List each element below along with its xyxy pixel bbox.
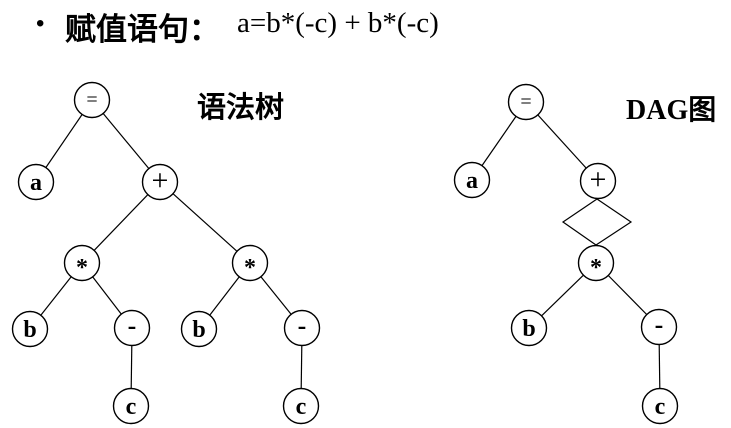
syntax-tree-node-label-a: a [30, 170, 42, 196]
dag-node-plus [579, 162, 617, 200]
syntax-tree-node-label-minus1: - [128, 311, 137, 340]
syntax-tree-edge-mul2-b2 [209, 276, 240, 316]
syntax-tree-node-label-minus2: - [298, 311, 307, 340]
syntax-tree-group: = a + * b - c * b - c [11, 81, 321, 425]
syntax-tree-node-label-eq: = [86, 89, 97, 111]
syntax-tree-node-mul2 [231, 244, 269, 282]
syntax-tree-node-minus2 [283, 309, 321, 347]
dag-node-label-c: c [655, 394, 666, 420]
dag-node-mul [577, 244, 615, 282]
dag-node-a [453, 161, 491, 199]
syntax-tree-node-b1 [11, 310, 49, 348]
dag-group: = a + * b - c [453, 83, 679, 425]
syntax-tree-edge-eq-a [45, 114, 83, 168]
syntax-tree-node-label-c1: c [126, 394, 137, 420]
dag-edge-minus-c [658, 344, 661, 389]
syntax-tree-node-minus1 [113, 309, 151, 347]
bullet-icon: • [36, 10, 45, 37]
dag-label: DAG图 [626, 95, 717, 126]
syntax-tree-edge-plus-mul2 [172, 193, 238, 252]
syntax-tree-node-mul1 [63, 244, 101, 282]
syntax-tree-edge-minus2-c2 [300, 345, 303, 389]
syntax-tree-node-label-plus: + [152, 164, 169, 197]
syntax-tree-label: 语法树 [197, 92, 285, 124]
syntax-tree-node-label-c2: c [296, 394, 307, 420]
syntax-tree-edge-mul1-b1 [40, 276, 72, 316]
syntax-tree-node-b2 [180, 310, 218, 348]
dag-shared-edge-diamond [561, 198, 633, 246]
syntax-tree-edge-minus1-c1 [130, 345, 133, 389]
dag-node-eq [507, 83, 545, 121]
dag-node-label-a: a [466, 168, 478, 194]
dag-node-minus [640, 308, 678, 346]
dag-node-label-eq: = [520, 91, 531, 113]
syntax-tree-node-label-mul2: * [244, 255, 256, 281]
dag-node-b [510, 309, 548, 347]
syntax-tree-node-plus [141, 163, 179, 201]
dag-edge-eq-a [481, 116, 517, 166]
dag-node-label-b: b [522, 316, 535, 342]
dag-node-label-mul: * [590, 255, 602, 281]
syntax-tree-edge-plus-mul1 [93, 194, 149, 251]
dag-edge-mul-minus [607, 275, 648, 315]
dag-node-label-minus: - [655, 310, 664, 339]
slide-title: • 赋值语句： a=b*(-c) + b*(-c) [0, 0, 731, 48]
syntax-tree-edge-eq-plus [102, 113, 150, 169]
syntax-tree-edge-mul2-minus2 [260, 276, 292, 315]
title-expression: a=b*(-c) + b*(-c) [237, 7, 439, 39]
dag-edge-mul-b [541, 274, 584, 317]
syntax-tree-node-label-mul1: * [76, 255, 88, 281]
dag-edge-eq-plus [537, 114, 587, 169]
syntax-tree-node-label-b2: b [192, 317, 205, 343]
dag-node-label-plus: + [590, 163, 607, 196]
syntax-tree-node-c1 [112, 387, 150, 425]
syntax-tree-edge-mul1-minus1 [92, 276, 122, 315]
syntax-tree-node-a [17, 163, 55, 201]
title-text-zh: 赋值语句： [65, 12, 220, 47]
syntax-tree-node-c2 [282, 387, 320, 425]
dag-node-c [641, 387, 679, 425]
syntax-tree-node-eq [73, 81, 111, 119]
syntax-tree-node-label-b1: b [23, 317, 36, 343]
